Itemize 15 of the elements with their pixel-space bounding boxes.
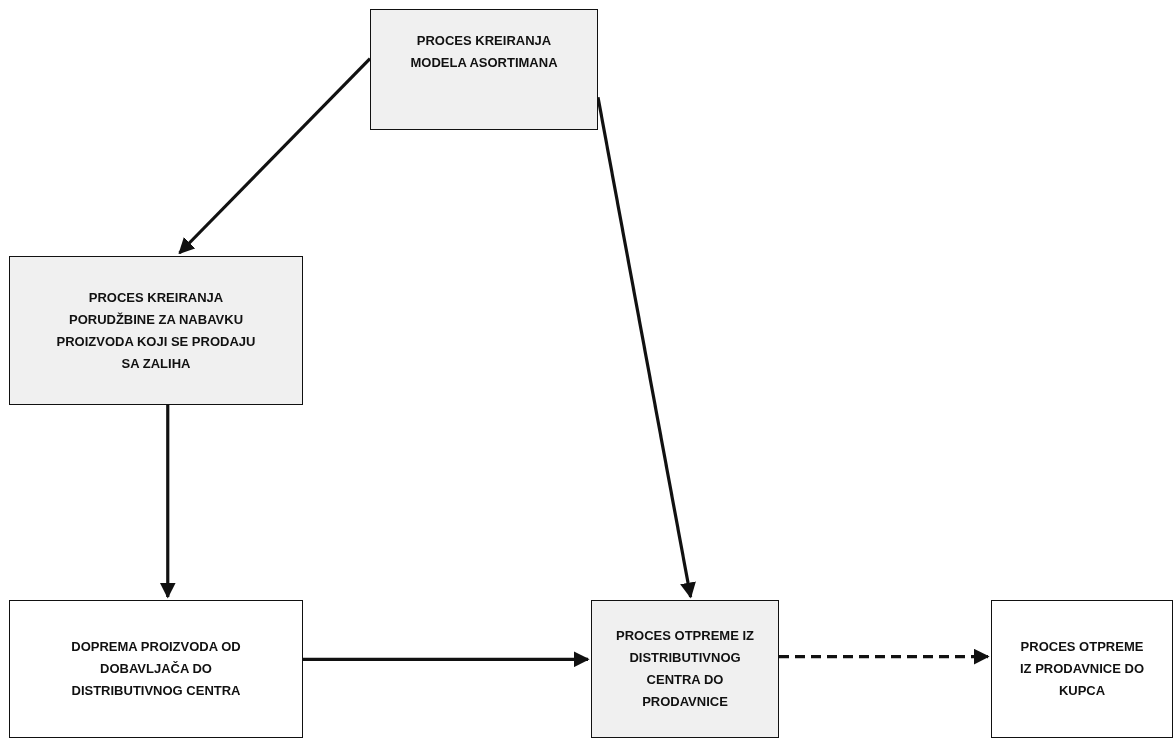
arrow [596,97,696,599]
box-label: PROCES OTPREME IZ PRODAVNICE DO KUPCA [1019,638,1145,700]
process-box [991,600,1173,738]
box-label: PROCES OTPREME IZ DISTRIBUTIVNOG CENTRA DO PRODAVNICE [615,627,755,711]
process-box [9,256,303,405]
process-box [370,9,598,130]
arrow [303,651,590,668]
process-box [9,600,303,738]
box-label: PROCES KREIRANJA PORUDŽBINE ZA NABAVKU PROIZVODA KOJI SE PRODAJU SA ZALIHA [55,288,257,373]
arrow [178,57,372,255]
arrow [159,405,176,599]
arrow [779,648,990,665]
process-box [591,600,779,738]
box-label: DOPREMA PROIZVODA OD DOBAVLJAČA DO DISTRIBUTIVNOG CENTRA [70,638,242,700]
box-label: PROCES KREIRANJA MODELA ASORTIMANA [409,31,559,72]
